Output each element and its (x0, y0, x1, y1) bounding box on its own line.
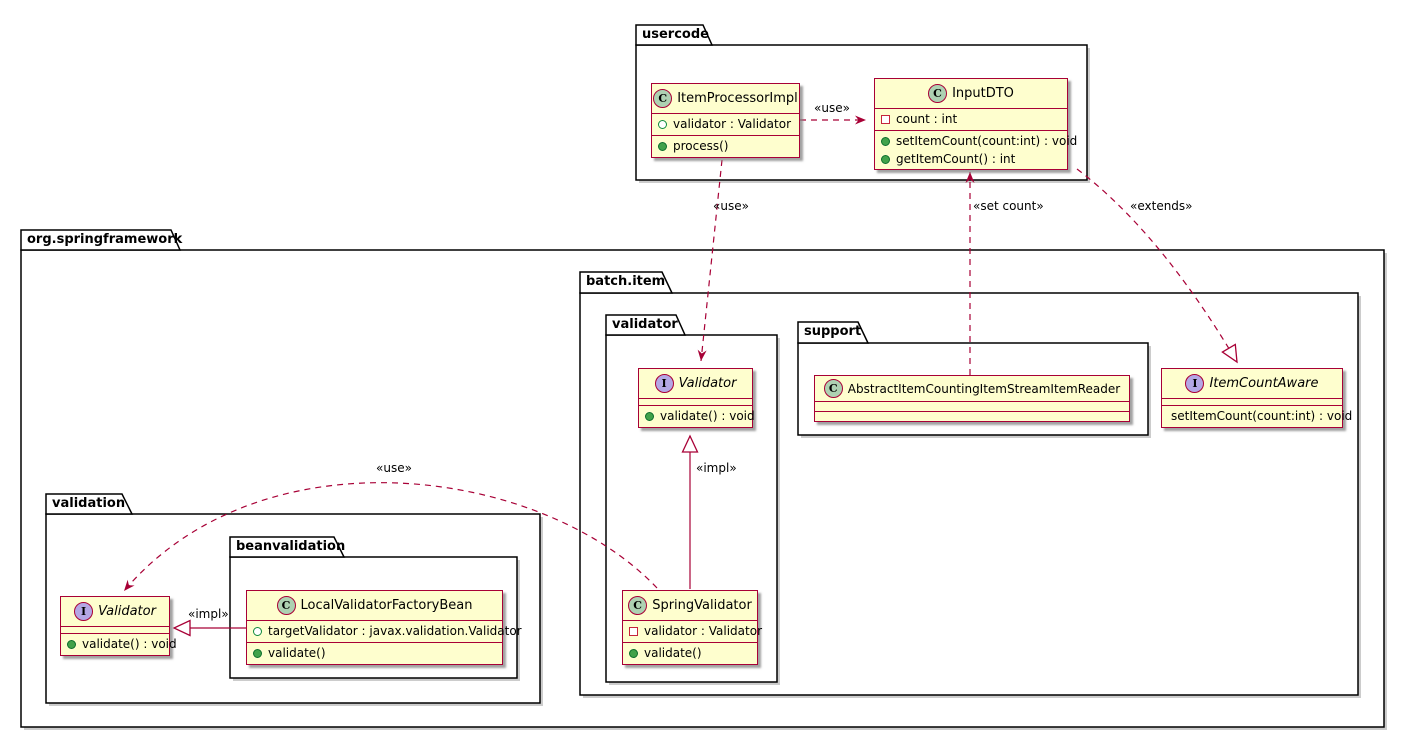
method-row: validate() : void (639, 406, 755, 427)
interface-name: Validator (678, 376, 737, 391)
field-text: validator : Validator (673, 117, 791, 131)
edge-label-extends: «extends» (1130, 199, 1193, 213)
edge-label-impl: «impl» (696, 461, 737, 475)
empty-fields-compartment (61, 626, 169, 633)
public-method-icon (658, 142, 667, 151)
class-name: AbstractItemCountingItemStreamItemReader (847, 381, 1121, 396)
public-field-icon (253, 627, 262, 636)
interface-itemcountaware: I ItemCountAware setItemCount(count:int)… (1161, 368, 1352, 428)
edge-use-processor-to-batch-validator (697, 159, 723, 362)
method-text: validate() : void (82, 637, 177, 651)
class-abstractitemcountingitemstreamitemreader: C AbstractItemCountingItemStreamItemRead… (814, 375, 1130, 422)
field-row: validator : Validator (652, 114, 799, 135)
interface-icon: I (1185, 374, 1205, 393)
field-text: count : int (896, 112, 958, 126)
interface-name: Validator (98, 604, 156, 619)
private-field-icon (881, 115, 890, 124)
field-text: validator : Validator (644, 624, 762, 638)
class-inputdto: C InputDTO count : int setItemCount(coun… (874, 78, 1077, 170)
class-name: LocalValidatorFactoryBean (300, 598, 473, 613)
method-text: process() (673, 139, 729, 153)
method-text: getItemCount() : int (896, 151, 1016, 166)
public-method-icon (881, 136, 890, 146)
method-text: validate() (644, 646, 702, 660)
class-name-row: C LocalValidatorFactoryBean (247, 591, 502, 620)
empty-fields-compartment (639, 398, 752, 405)
field-row: targetValidator : javax.validation.Valid… (247, 621, 522, 642)
class-icon: C (653, 89, 673, 108)
class-name-row: C AbstractItemCountingItemStreamItemRead… (815, 376, 1129, 401)
interface-name: ItemCountAware (1209, 376, 1319, 391)
empty-fields-compartment (815, 401, 1129, 411)
edge-use-springvalidator-to-validation-validator (123, 482, 658, 592)
class-name: InputDTO (952, 86, 1014, 101)
class-name-row: C SpringValidator (623, 591, 757, 620)
method-text: validate() : void (660, 409, 755, 423)
class-icon: C (276, 596, 296, 615)
public-method-icon (881, 154, 890, 164)
method-row: setItemCount(count:int) : void (1162, 406, 1352, 427)
method-text: validate() (268, 646, 326, 660)
class-localvalidatorfactorybean: C LocalValidatorFactoryBean targetValida… (246, 590, 522, 665)
package-label-org-springframework: org.springframework (27, 232, 183, 247)
public-method-icon (67, 640, 76, 649)
class-name-row: C ItemProcessorImpl (652, 84, 799, 113)
method-row: process() (652, 136, 799, 157)
field-text: targetValidator : javax.validation.Valid… (268, 624, 522, 638)
package-label-usercode: usercode (642, 27, 709, 42)
method-row: setItemCount(count:int) : void (875, 132, 1077, 150)
package-label-validation: validation (52, 496, 126, 511)
interface-icon: I (654, 374, 674, 393)
edge-label-use: «use» (376, 461, 412, 475)
interface-batch-validator: I Validator validate() : void (638, 368, 755, 428)
interface-icon: I (74, 602, 94, 621)
package-label-batch-item: batch.item (586, 274, 666, 289)
class-icon: C (628, 596, 648, 615)
empty-methods-compartment (815, 411, 1129, 421)
field-row: count : int (875, 109, 1067, 130)
public-method-icon (629, 649, 638, 658)
package-label-support: support (804, 324, 862, 339)
class-name-row: C InputDTO (875, 79, 1067, 108)
class-name: SpringValidator (652, 598, 752, 613)
class-itemprocessorimpl: C ItemProcessorImpl validator : Validato… (651, 83, 800, 158)
public-method-icon (253, 649, 262, 658)
empty-fields-compartment (1162, 398, 1342, 405)
edge-label-use: «use» (713, 199, 749, 213)
method-row: validate() (247, 643, 502, 664)
interface-validation-validator: I Validator validate() : void (60, 596, 177, 656)
method-row: getItemCount() : int (875, 150, 1067, 168)
public-method-icon (645, 412, 654, 421)
class-icon: C (823, 379, 843, 398)
edge-label-use: «use» (814, 101, 850, 115)
method-row: validate() (623, 643, 757, 664)
private-field-icon (629, 627, 638, 636)
class-springvalidator: C SpringValidator validator : Validator … (622, 590, 762, 665)
method-text: setItemCount(count:int) : void (1171, 409, 1353, 423)
class-name: ItemProcessorImpl (677, 91, 798, 106)
class-icon: C (928, 84, 948, 103)
edge-extends-inputdto-to-itemcountaware (1076, 168, 1237, 362)
class-name-row: I ItemCountAware (1162, 369, 1342, 398)
class-name-row: I Validator (639, 369, 752, 398)
method-row: validate() : void (61, 634, 177, 655)
package-label-validator: validator (612, 317, 678, 332)
package-label-beanvalidation: beanvalidation (236, 539, 346, 554)
method-text: setItemCount(count:int) : void (896, 133, 1078, 148)
public-field-icon (658, 120, 667, 129)
class-name-row: I Validator (61, 597, 169, 626)
field-row: validator : Validator (623, 621, 762, 642)
edge-label-impl: «impl» (188, 607, 229, 621)
edge-label-set-count: «set count» (973, 199, 1044, 213)
